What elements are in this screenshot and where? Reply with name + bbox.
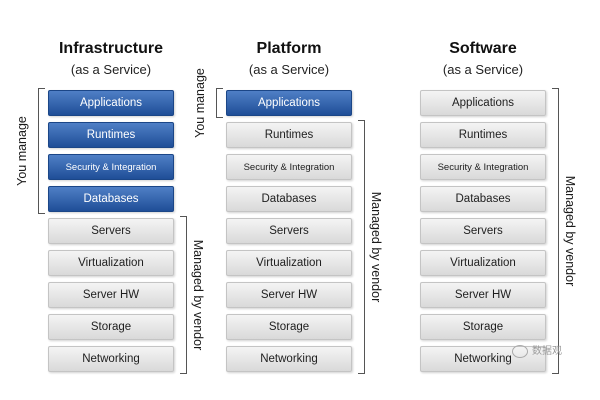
managed-by-vendor-bracket xyxy=(358,120,365,374)
layer-block: Applications xyxy=(420,90,546,116)
layer-block: Applications xyxy=(48,90,174,116)
column-subtitle: (as a Service) xyxy=(442,62,524,77)
layer-block: Storage xyxy=(420,314,546,340)
layer-block: Storage xyxy=(226,314,352,340)
layer-block: Runtimes xyxy=(420,122,546,148)
layer-block: Databases xyxy=(420,186,546,212)
layer-block: Server HW xyxy=(48,282,174,308)
layer-block: Security & Integration xyxy=(420,154,546,180)
layer-block: Security & Integration xyxy=(226,154,352,180)
column-title: Platform xyxy=(256,40,322,57)
watermark-text: 数据观 xyxy=(532,346,562,357)
you-manage-label: You manage xyxy=(15,116,29,186)
layer-block: Servers xyxy=(48,218,174,244)
you-manage-label: You manage xyxy=(193,68,207,138)
you-manage-bracket xyxy=(216,88,223,118)
layer-block: Databases xyxy=(226,186,352,212)
layer-block: Applications xyxy=(226,90,352,116)
layer-block: Servers xyxy=(420,218,546,244)
layer-block: Server HW xyxy=(226,282,352,308)
layer-block: Security & Integration xyxy=(48,154,174,180)
layer-block: Networking xyxy=(48,346,174,372)
you-manage-bracket xyxy=(38,88,45,214)
layer-block: Virtualization xyxy=(48,250,174,276)
layer-block: Servers xyxy=(226,218,352,244)
managed-by-vendor-label: Managed by vendor xyxy=(369,191,383,303)
layer-block: Databases xyxy=(48,186,174,212)
column-title: Infrastructure xyxy=(58,40,164,57)
managed-by-vendor-label: Managed by vendor xyxy=(563,175,577,287)
layer-block: Networking xyxy=(226,346,352,372)
chat-bubble-icon xyxy=(512,344,528,358)
layer-block: Virtualization xyxy=(226,250,352,276)
column-subtitle: (as a Service) xyxy=(248,62,330,77)
column-subtitle: (as a Service) xyxy=(70,62,152,77)
layer-block: Virtualization xyxy=(420,250,546,276)
layer-block: Runtimes xyxy=(226,122,352,148)
layer-block: Storage xyxy=(48,314,174,340)
column-title: Software xyxy=(449,40,517,57)
managed-by-vendor-label: Managed by vendor xyxy=(191,239,205,351)
watermark: 数据观 xyxy=(512,342,562,358)
layer-block: Runtimes xyxy=(48,122,174,148)
managed-by-vendor-bracket xyxy=(180,216,187,374)
managed-by-vendor-bracket xyxy=(552,88,559,374)
layer-block: Server HW xyxy=(420,282,546,308)
